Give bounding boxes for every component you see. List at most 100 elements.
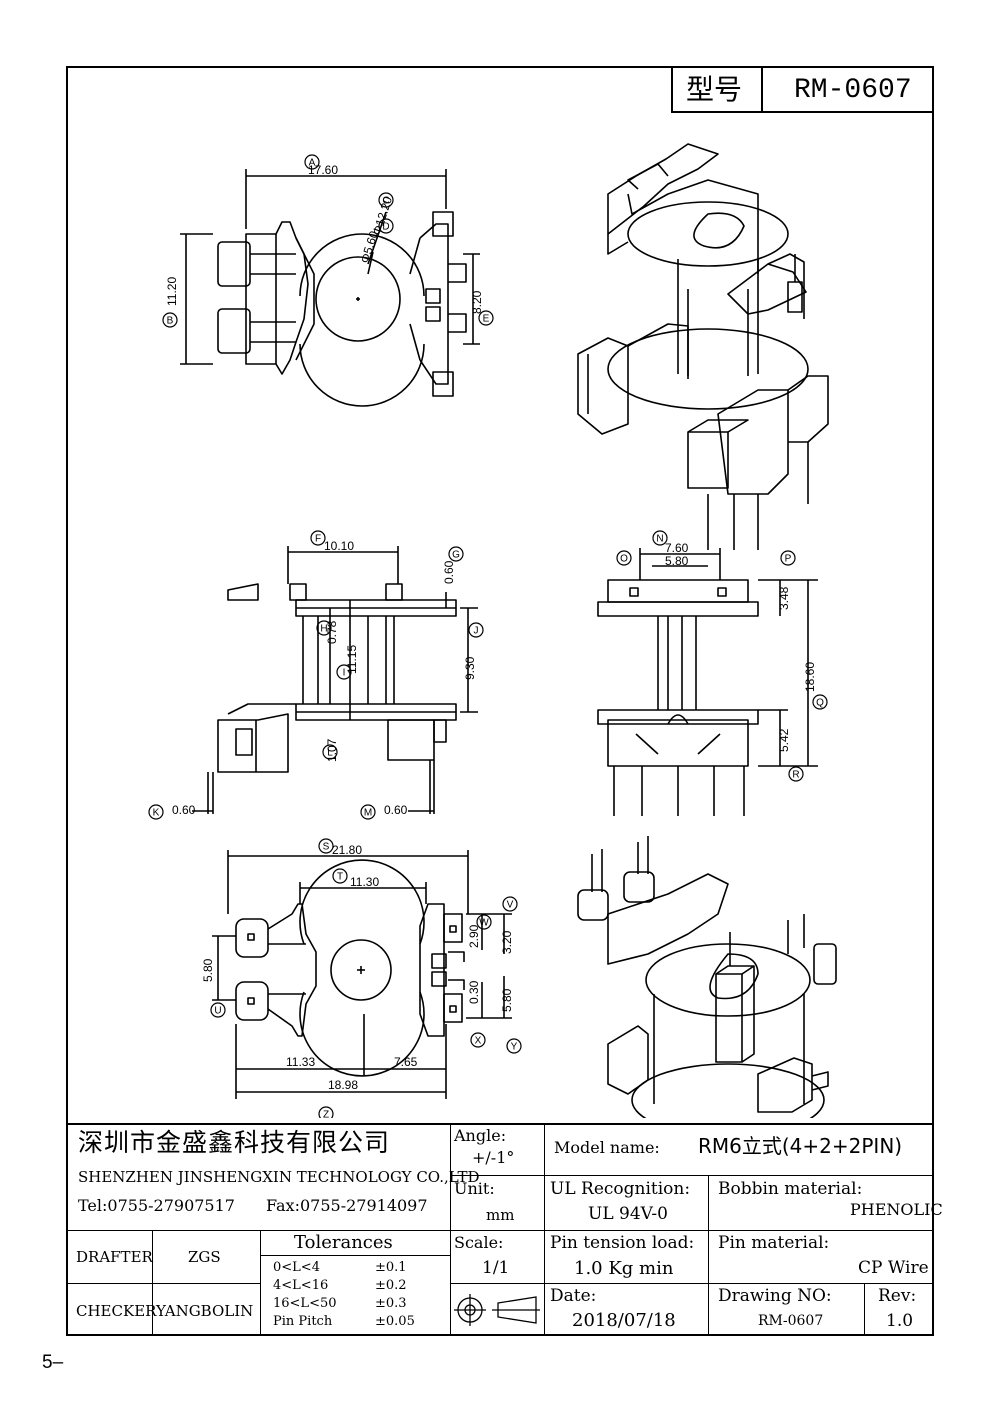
checker-value: YANGBOLIN	[156, 1302, 254, 1320]
svg-text:P: P	[785, 554, 792, 565]
svg-text:3.20: 3.20	[500, 930, 514, 954]
drafter-label: DRAFTER	[76, 1248, 153, 1266]
drawing-frame: 型号 RM-0607	[66, 66, 943, 1336]
callout-O: O	[616, 550, 632, 566]
callout-V: V	[502, 896, 518, 912]
bobbin-material-label: Bobbin material:	[718, 1179, 863, 1199]
callout-Z: Z	[318, 1106, 334, 1119]
callout-P: P	[780, 550, 796, 566]
callout-H: H	[316, 620, 332, 636]
rev-label: Rev:	[878, 1286, 917, 1306]
bobbin-material-value: PHENOLIC	[850, 1200, 943, 1219]
model-value: RM-0607	[794, 75, 912, 106]
angle-value: +/-1°	[472, 1148, 515, 1167]
callout-N: N	[652, 530, 668, 546]
callout-B: B	[162, 312, 178, 328]
callout-C: C	[378, 192, 394, 208]
top-view	[180, 169, 480, 407]
model-label: 型号	[686, 73, 743, 106]
pin-material-value: CP Wire	[858, 1258, 929, 1278]
iso-view-top	[577, 143, 829, 550]
drafter-value: ZGS	[188, 1248, 221, 1266]
scale-label: Scale:	[454, 1233, 504, 1252]
callout-G: G	[448, 546, 464, 562]
svg-text:W: W	[479, 918, 489, 929]
iso-view-bottom	[577, 836, 837, 1118]
svg-text:K: K	[153, 808, 160, 819]
svg-text:0.60: 0.60	[384, 803, 408, 817]
svg-text:11.20: 11.20	[165, 277, 179, 306]
date-value: 2018/07/18	[572, 1310, 676, 1331]
callout-L: L	[322, 744, 338, 760]
rev-value: 1.0	[886, 1311, 914, 1331]
svg-text:A: A	[309, 158, 316, 169]
angle-label: Angle:	[454, 1126, 507, 1145]
pin-tension-value: 1.0 Kg min	[574, 1258, 674, 1279]
svg-text:V: V	[507, 900, 514, 911]
svg-text:0.30: 0.30	[467, 980, 481, 1004]
svg-text:0.60: 0.60	[172, 803, 196, 817]
callout-W: W	[476, 914, 492, 930]
svg-text:T: T	[337, 872, 343, 883]
svg-text:3.48: 3.48	[777, 586, 791, 610]
bottom-view	[212, 850, 512, 1099]
dim-A-text: 17.60	[308, 163, 338, 177]
svg-text:U: U	[214, 1006, 221, 1017]
ul-recognition-value: UL 94V-0	[588, 1204, 668, 1224]
company-tel: Tel:0755-27907517	[78, 1196, 235, 1215]
ul-recognition-label: UL Recognition:	[550, 1179, 691, 1199]
technical-drawing: 17.60 11.20 8.20 Φ12.20 Φ5.60	[148, 143, 837, 1119]
tolerance-row: 4<L<16 ±0.2	[273, 1278, 407, 1293]
tolerance-row: 0<L<4 ±0.1	[273, 1260, 407, 1275]
callout-Y: Y	[506, 1038, 522, 1054]
svg-text:7.60: 7.60	[665, 541, 689, 555]
page-number: 5–	[42, 1352, 64, 1373]
side-view	[192, 546, 478, 814]
callout-Q: Q	[812, 694, 828, 710]
svg-text:B: B	[167, 316, 174, 327]
svg-text:21.80: 21.80	[332, 843, 362, 857]
callout-J: J	[468, 622, 484, 638]
company-fax: Fax:0755-27914097	[266, 1196, 428, 1215]
svg-text:H: H	[320, 624, 327, 635]
svg-text:N: N	[656, 534, 663, 545]
svg-text:J: J	[474, 626, 479, 637]
company-name-cn: 深圳市金盛鑫科技有限公司	[78, 1128, 391, 1157]
company-name-en: SHENZHEN JINSHENGXIN TECHNOLOGY CO.,LTD	[78, 1168, 480, 1186]
projection-symbol-icon	[454, 1294, 540, 1326]
model-name-value: RM6立式(4+2+2PIN)	[698, 1134, 903, 1158]
model-name-label: Model name:	[554, 1138, 660, 1157]
tolerance-row: Pin Pitch ±0.05	[273, 1314, 415, 1329]
svg-text:Z: Z	[323, 1110, 329, 1119]
model-header-box	[671, 68, 934, 113]
pin-material-label: Pin material:	[718, 1233, 830, 1253]
date-label: Date:	[550, 1286, 597, 1306]
svg-text:C: C	[382, 196, 389, 207]
svg-text:X: X	[475, 1036, 482, 1047]
svg-text:11.30: 11.30	[350, 875, 379, 889]
svg-text:R: R	[792, 770, 799, 781]
callout-S: S	[318, 838, 334, 854]
unit-value: mm	[486, 1206, 515, 1224]
svg-text:2.90: 2.90	[467, 924, 481, 948]
svg-text:Q: Q	[816, 698, 824, 709]
svg-text:E: E	[483, 314, 490, 325]
callout-E: E	[478, 310, 494, 326]
callout-A: A	[304, 154, 320, 170]
svg-text:G: G	[452, 550, 460, 561]
callout-M: M	[360, 804, 376, 820]
svg-text:0.78: 0.78	[325, 620, 339, 644]
svg-text:18.98: 18.98	[328, 1078, 358, 1092]
drawing-no-value: RM-0607	[758, 1313, 824, 1329]
callout-I: I	[336, 664, 352, 680]
svg-text:O: O	[620, 554, 628, 565]
checker-label: CHECKER	[76, 1302, 157, 1320]
svg-text:5.80: 5.80	[500, 988, 514, 1012]
tolerance-table: 0<L<4 ±0.1 4<L<16 ±0.2 16<L<50 ±0.3 Pin …	[273, 1259, 443, 1331]
svg-text:10.10: 10.10	[324, 539, 354, 553]
callout-T: T	[332, 868, 348, 884]
callout-D: D	[378, 218, 394, 234]
tolerances-title: Tolerances	[294, 1232, 393, 1253]
svg-text:0.60: 0.60	[442, 560, 456, 584]
